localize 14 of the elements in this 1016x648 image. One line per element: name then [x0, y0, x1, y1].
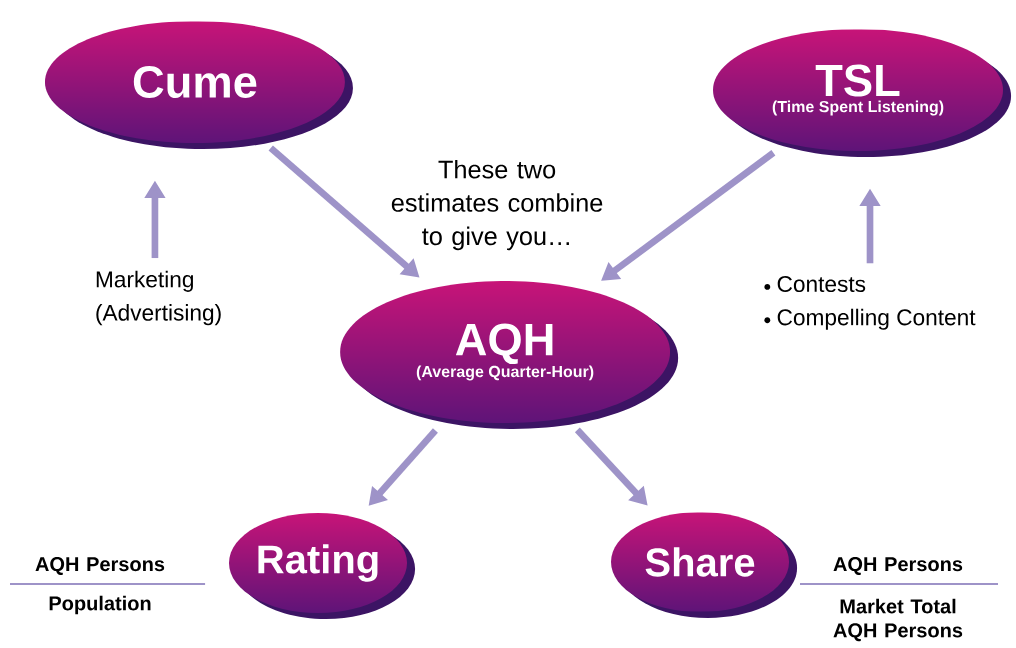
numerator-text: AQH Persons	[35, 557, 165, 575]
note-text: Marketing (Advertising)	[96, 270, 221, 326]
numerator-text: AQH Persons	[833, 557, 963, 575]
bullet-list: Contests Compelling Content	[764, 276, 976, 330]
node-label: Contests	[777, 275, 866, 293]
ellipse-node: Cume	[44, 21, 353, 150]
denominator-text: Population	[49, 595, 151, 615]
ellipse-node: AQH (Average Quarter-Hour)	[340, 281, 679, 429]
ellipse-node: Share	[611, 512, 798, 618]
node-label: Compelling Content	[777, 308, 976, 330]
caption-text: These two estimates combine to give you…	[391, 159, 603, 251]
denominator-text: Market Total AQH Persons	[833, 598, 963, 642]
ellipse-node: TSL (Time Spent Listening)	[713, 29, 1012, 158]
ellipse-node: Rating	[229, 512, 416, 620]
